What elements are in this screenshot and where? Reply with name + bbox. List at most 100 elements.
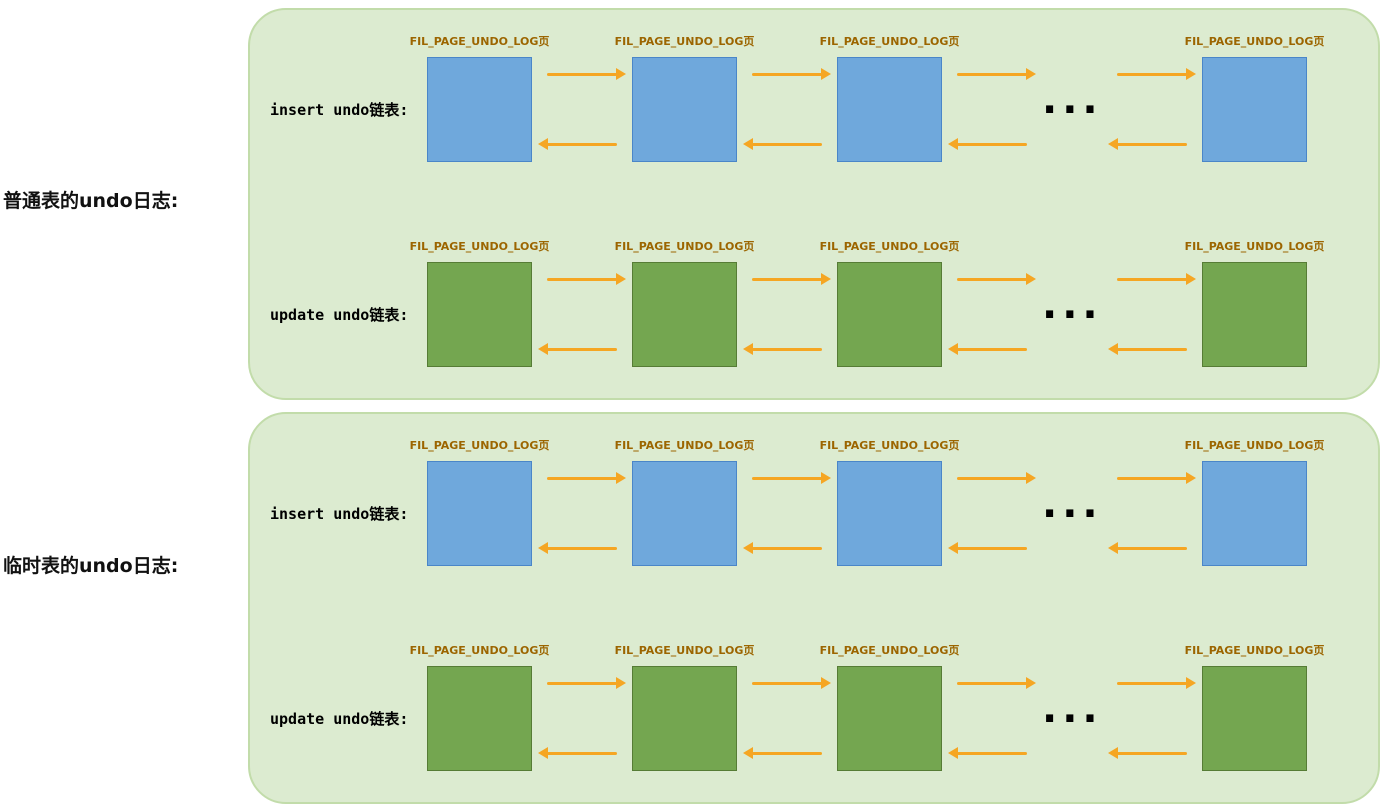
undo-page-box (1202, 666, 1307, 771)
undo-page-box (632, 666, 737, 771)
ellipsis-dots: ... (1042, 685, 1103, 732)
update-undo-chain-row: update undo链表: FIL_PAGE_UNDO_LOG页 FIL_PA… (250, 240, 1378, 367)
undo-page-node: FIL_PAGE_UNDO_LOG页 (615, 240, 754, 367)
arrow-left-icon (948, 138, 1027, 150)
undo-page-box (632, 461, 737, 566)
page-type-label: FIL_PAGE_UNDO_LOG页 (819, 35, 960, 48)
chain-link (1102, 262, 1202, 367)
chain-row-label: insert undo链表: (270, 505, 409, 523)
undo-page-box (837, 262, 942, 367)
undo-page-node: FIL_PAGE_UNDO_LOG页 (820, 240, 959, 367)
page-type-label: FIL_PAGE_UNDO_LOG页 (1184, 240, 1325, 253)
arrow-left-icon (538, 138, 617, 150)
arrow-right-icon (547, 68, 626, 80)
normal-table-panel: insert undo链表: FIL_PAGE_UNDO_LOG页 FIL_PA… (248, 8, 1380, 400)
chain-link (532, 57, 632, 162)
arrow-right-icon (1117, 273, 1196, 285)
undo-page-node: FIL_PAGE_UNDO_LOG页 (410, 439, 549, 566)
undo-page-box (427, 57, 532, 162)
undo-page-box (632, 262, 737, 367)
undo-page-node: FIL_PAGE_UNDO_LOG页 (1185, 644, 1324, 771)
chain-link (532, 262, 632, 367)
arrow-right-icon (957, 472, 1036, 484)
insert-undo-chain-row: insert undo链表: FIL_PAGE_UNDO_LOG页 FIL_PA… (250, 35, 1378, 162)
page-type-label: FIL_PAGE_UNDO_LOG页 (1184, 35, 1325, 48)
undo-page-node: FIL_PAGE_UNDO_LOG页 (410, 240, 549, 367)
arrow-left-icon (1108, 747, 1187, 759)
ellipsis-dots: ... (1042, 76, 1103, 123)
arrow-left-icon (743, 343, 822, 355)
undo-page-node: FIL_PAGE_UNDO_LOG页 (1185, 439, 1324, 566)
insert-undo-chain-row: insert undo链表: FIL_PAGE_UNDO_LOG页 FIL_PA… (250, 439, 1378, 566)
undo-page-node: FIL_PAGE_UNDO_LOG页 (820, 35, 959, 162)
arrow-left-icon (538, 747, 617, 759)
page-type-label: FIL_PAGE_UNDO_LOG页 (614, 240, 755, 253)
page-type-label: FIL_PAGE_UNDO_LOG页 (819, 644, 960, 657)
chain-link (942, 57, 1042, 162)
undo-page-box (1202, 57, 1307, 162)
arrow-left-icon (1108, 138, 1187, 150)
page-type-label: FIL_PAGE_UNDO_LOG页 (614, 35, 755, 48)
page-type-label: FIL_PAGE_UNDO_LOG页 (409, 35, 550, 48)
arrow-left-icon (948, 343, 1027, 355)
section-title-normal-table: 普通表的undo日志: (3, 190, 179, 212)
arrow-right-icon (957, 68, 1036, 80)
chain-link (737, 262, 837, 367)
undo-page-box (632, 57, 737, 162)
undo-page-box (1202, 262, 1307, 367)
update-undo-chain-row: update undo链表: FIL_PAGE_UNDO_LOG页 FIL_PA… (250, 644, 1378, 771)
arrow-right-icon (752, 472, 831, 484)
chain-link (1102, 666, 1202, 771)
undo-page-node: FIL_PAGE_UNDO_LOG页 (1185, 240, 1324, 367)
arrow-left-icon (743, 542, 822, 554)
page-type-label: FIL_PAGE_UNDO_LOG页 (409, 644, 550, 657)
page-type-label: FIL_PAGE_UNDO_LOG页 (409, 240, 550, 253)
chain-link (532, 666, 632, 771)
chain-row-label: update undo链表: (270, 710, 409, 728)
arrow-right-icon (547, 273, 626, 285)
arrow-right-icon (1117, 68, 1196, 80)
undo-page-box (427, 262, 532, 367)
arrow-right-icon (547, 677, 626, 689)
arrow-left-icon (538, 542, 617, 554)
undo-page-node: FIL_PAGE_UNDO_LOG页 (615, 35, 754, 162)
undo-page-box (1202, 461, 1307, 566)
arrow-left-icon (1108, 542, 1187, 554)
undo-page-box (427, 666, 532, 771)
chain-link (737, 666, 837, 771)
chain-link (1102, 57, 1202, 162)
undo-page-box (837, 461, 942, 566)
undo-page-node: FIL_PAGE_UNDO_LOG页 (820, 439, 959, 566)
arrow-right-icon (752, 677, 831, 689)
page-type-label: FIL_PAGE_UNDO_LOG页 (1184, 439, 1325, 452)
arrow-right-icon (957, 273, 1036, 285)
arrow-left-icon (948, 542, 1027, 554)
undo-page-node: FIL_PAGE_UNDO_LOG页 (410, 644, 549, 771)
page-type-label: FIL_PAGE_UNDO_LOG页 (614, 439, 755, 452)
ellipsis-dots: ... (1042, 480, 1103, 527)
chain-row-label: insert undo链表: (270, 101, 409, 119)
arrow-right-icon (1117, 472, 1196, 484)
chain-link (737, 57, 837, 162)
chain-link (942, 461, 1042, 566)
arrow-left-icon (743, 138, 822, 150)
chain-link (532, 461, 632, 566)
arrow-right-icon (957, 677, 1036, 689)
section-title-temp-table: 临时表的undo日志: (3, 555, 179, 577)
undo-page-node: FIL_PAGE_UNDO_LOG页 (615, 439, 754, 566)
undo-page-node: FIL_PAGE_UNDO_LOG页 (615, 644, 754, 771)
chain-link (737, 461, 837, 566)
undo-page-box (837, 57, 942, 162)
arrow-left-icon (538, 343, 617, 355)
arrow-left-icon (1108, 343, 1187, 355)
page-type-label: FIL_PAGE_UNDO_LOG页 (409, 439, 550, 452)
page-type-label: FIL_PAGE_UNDO_LOG页 (819, 240, 960, 253)
chain-link (942, 666, 1042, 771)
arrow-right-icon (1117, 677, 1196, 689)
undo-page-box (837, 666, 942, 771)
arrow-left-icon (948, 747, 1027, 759)
chain-link (942, 262, 1042, 367)
temp-table-panel: insert undo链表: FIL_PAGE_UNDO_LOG页 FIL_PA… (248, 412, 1380, 804)
undo-page-node: FIL_PAGE_UNDO_LOG页 (820, 644, 959, 771)
chain-link (1102, 461, 1202, 566)
